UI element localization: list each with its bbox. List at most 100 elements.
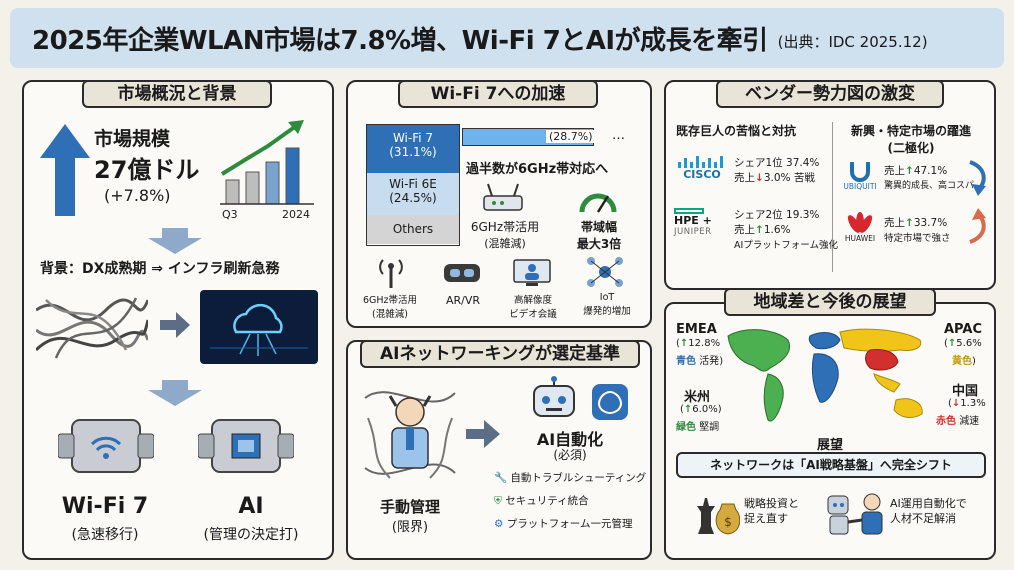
hpe-logo-text: HPE [674,214,699,227]
region-apac-pct: 5.6% [956,338,982,349]
right-arrow-icon-2 [466,420,500,448]
gear-icon: ⚙ [494,518,504,530]
cisco-logo-text: CISCO [683,168,721,181]
wifi7-label: Wi-Fi 7 [61,494,149,519]
wrench-icon: 🔧 [494,472,508,484]
up-arrow-icon: ↑ [905,217,914,229]
region-us-color: 緑色 [676,422,696,433]
hpe-sales: 売上↑1.6% [734,223,838,238]
region-emea-pct: 12.8% [688,338,721,349]
use-case-6ghz-l2: (混雑減) [372,309,408,320]
ai-feature-label: セキュリティ統合 [505,495,589,507]
cisco-share: シェア1位 37.4% [734,157,820,169]
region-us-pct-row: (↑6.0%) [680,404,722,415]
use-case-video-l1: 高解像度 [513,295,552,306]
vendor-divider [832,122,833,272]
ubiquiti-note: 驚異的成長、高コスパ [884,181,975,191]
bar-others-label: Others [392,222,434,236]
chart-q3-label: Q3 [222,208,238,221]
cisco-sales-note: 苦戦 [793,172,815,184]
ai-feature-label: プラットフォーム一元管理 [506,518,633,530]
region-apac-note: 黄色) [952,356,976,367]
ai-chip-engine-icon [198,419,294,473]
hpe-bar [674,208,704,214]
vendor-left-head: 既存巨人の苦悩と対抗 [676,124,797,138]
robot-handshake-icon [827,493,883,535]
hpe-share: シェア2位 19.3% [734,209,820,221]
outlook-ops-l1: AI運用自動化で [890,497,967,510]
bar-segment-others: Others [367,215,459,244]
wifi7-section-title: Wi-Fi 7への加速 [398,80,598,108]
wifi7-sub: (急速移行) [71,527,139,543]
title-bar: 2025年企業WLAN市場は7.8%増、Wi-Fi 7とAIが成長を牽引 (出典… [10,8,1004,68]
up-arrow-icon: ↑ [683,404,693,415]
majority-text: 過半数が6GHz帯対応へ [466,162,609,177]
region-emea-trend: 活発 [699,356,720,367]
use-case-iot-l1: IoT [599,292,615,303]
up-arrow-icon: ↑ [679,338,689,349]
market-section-title: 市場概況と背景 [82,80,272,108]
use-case-arvr: AR/VR [430,294,496,307]
wifi-engine-icon [58,419,154,473]
region-us-label: 米州 [684,390,711,405]
ai-brain-icon [592,384,628,420]
use-case-6ghz: 6GHz帯活用 (混雑減) [352,292,428,320]
cisco-sales: 売上↓3.0% 苦戦 [734,171,819,186]
stacked-share-bar: Wi-Fi 7 (31.1%) Wi-Fi 6E (24.5%) Others [366,124,460,246]
auto-sub: (必須) [553,448,587,462]
hpe-stats: シェア2位 19.3% 売上↑1.6% AIプラットフォーム強化 [734,208,838,253]
feature-bandwidth-l2: 最大3倍 [576,237,622,251]
manual-sub: (限界) [391,520,429,535]
region-china-pct: 1.3% [960,398,986,409]
hpe-note: AIプラットフォーム強化 [734,240,839,251]
video-call-icon [513,259,551,286]
hpe-sales-label: 売上 [734,224,755,236]
outlook-invest-l2: 捉え直す [744,512,788,525]
bar-wifi6e-pct: (24.5%) [389,191,437,205]
region-us-pct: 6.0% [692,404,718,415]
ubiquiti-sales-label: 売上 [884,165,905,177]
outlook-text: ネットワークは「AI戦略基盤」へ完全シフト [676,452,986,478]
feature-6ghz-l1: 6GHz帯活用 [470,220,540,234]
huawei-sales-pct: 33.7% [913,217,948,229]
region-us-note: 緑色 堅調 [676,418,719,433]
region-china-note: 赤色 減速 [936,412,979,427]
outlook-ops-l2: 人材不足解消 [890,512,956,525]
vendor-right-head-l1: 新興・特定市場の躍進 [850,124,971,138]
region-emea-pct-row: (↑12.8% [676,338,721,349]
vendor-section-title: ベンダー勢力図の激変 [716,80,944,108]
feature-bandwidth-l1: 帯域幅 [580,220,617,234]
world-map [727,328,923,422]
region-apac-label: APAC [944,322,982,337]
outlook-label: 展望 [816,438,843,453]
region-emea-note: 青色 活発) [676,356,724,367]
ai-robot-icon [533,376,575,417]
hpe-logo: HPE + JUNIPER [674,208,730,237]
vendor-right-head: 新興・特定市場の躍進 (二極化) [836,122,986,156]
hpe-sales-pct: 1.6% [763,224,791,236]
tangled-cables-icon [36,297,148,359]
up-arrow-icon: ↑ [947,338,957,349]
region-us-trend: 堅調 [699,422,720,433]
ubiquiti-u-icon [850,162,870,182]
region-apac-pct-row: (↑5.6% [944,338,982,349]
up-arrow-icon: ↑ [755,224,764,236]
region-china-pct-row: (↓1.3% [948,398,986,409]
auto-label: AI自動化 [536,430,604,449]
cloud-network-icon [200,290,318,364]
market-size-label: 市場規模 [94,128,171,150]
ai-feature-item: ⛨ セキュリティ統合 [494,493,650,508]
speed-gauge-icon [579,193,617,213]
ai-feature-item: ⚙ プラットフォーム一元管理 [494,516,650,531]
ai-label: AI [238,494,264,519]
ubiquiti-sales-pct: 47.1% [913,165,948,177]
huawei-sales-label: 売上 [884,217,905,229]
right-arrow-icon [160,312,190,338]
bar-wifi7-pct: (31.1%) [389,145,437,159]
bar-wifi6e-label: Wi-Fi 6E [389,177,437,191]
antenna-icon [379,259,403,288]
top-growth-pct: (28.7%) [546,130,596,143]
region-emea-label: EMEA [676,322,717,337]
use-case-video: 高解像度 ビデオ会議 [498,292,568,320]
ai-feature-item: 🔧 自動トラブルシューティング [494,470,650,485]
